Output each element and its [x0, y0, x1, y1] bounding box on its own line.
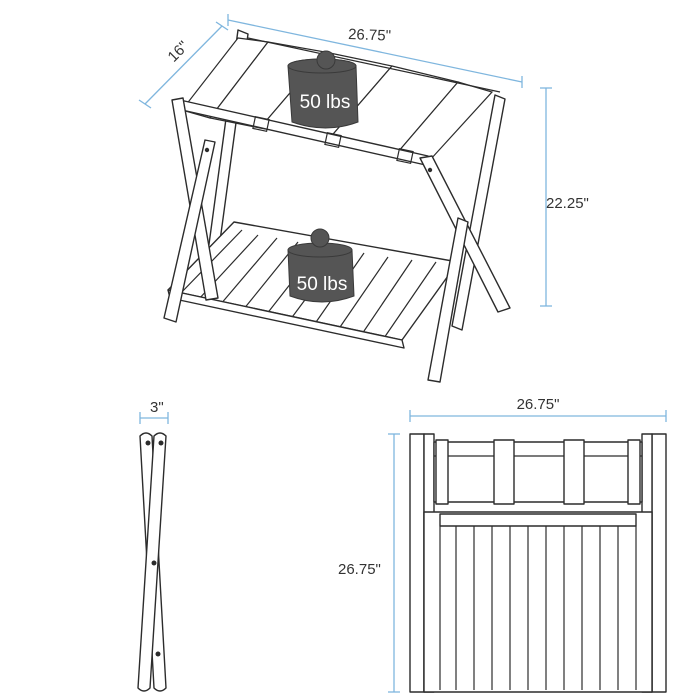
bolt-icon — [145, 440, 151, 446]
dim-front-width-label: 26.75" — [517, 396, 560, 413]
bolt-icon — [204, 147, 210, 153]
bottom-weight-label: 50 lbs — [297, 274, 348, 295]
dim-side-width-label: 3" — [150, 399, 164, 416]
slatted-shelf — [423, 511, 653, 693]
top-weight-icon: 50 lbs — [287, 50, 359, 129]
strap-panel — [433, 441, 643, 503]
front-leg-right-outer — [651, 433, 667, 693]
dim-side-width: 3" — [139, 399, 169, 424]
front-view-folded: 26.75" 26.75" — [338, 396, 667, 693]
front-right-leg-b — [427, 217, 469, 383]
shelf-slats — [439, 526, 637, 690]
bolt-icon — [151, 560, 157, 566]
dim-top-width-label: 26.75" — [348, 26, 391, 44]
front-left-leg-b — [163, 139, 216, 323]
strap-band — [563, 439, 585, 505]
dim-front-height-label: 26.75" — [338, 561, 381, 578]
shelf-top-rail — [439, 513, 637, 527]
dim-front-width: 26.75" — [409, 396, 667, 422]
dim-top-width: 26.75" — [227, 14, 523, 88]
side-view-folded: 3" — [137, 399, 169, 692]
strap-band — [627, 439, 641, 505]
iso-view-luggage-rack: 50 lbs 50 lbs 26.75" 16" 22.25 — [138, 14, 589, 383]
front-leg-left-outer — [409, 433, 425, 693]
bolt-icon — [155, 651, 161, 657]
dim-front-height: 26.75" — [338, 433, 400, 693]
strap-band — [435, 439, 449, 505]
strap-band — [493, 439, 515, 505]
rail-strap-bands — [252, 115, 414, 165]
dim-depth-label: 16" — [165, 38, 193, 66]
bolt-icon — [158, 440, 164, 446]
dim-height: 22.25" — [540, 87, 589, 307]
bolt-icon — [427, 167, 433, 173]
bottom-weight-icon: 50 lbs — [287, 228, 355, 303]
dim-height-label: 22.25" — [546, 195, 589, 212]
top-weight-label: 50 lbs — [300, 92, 351, 113]
